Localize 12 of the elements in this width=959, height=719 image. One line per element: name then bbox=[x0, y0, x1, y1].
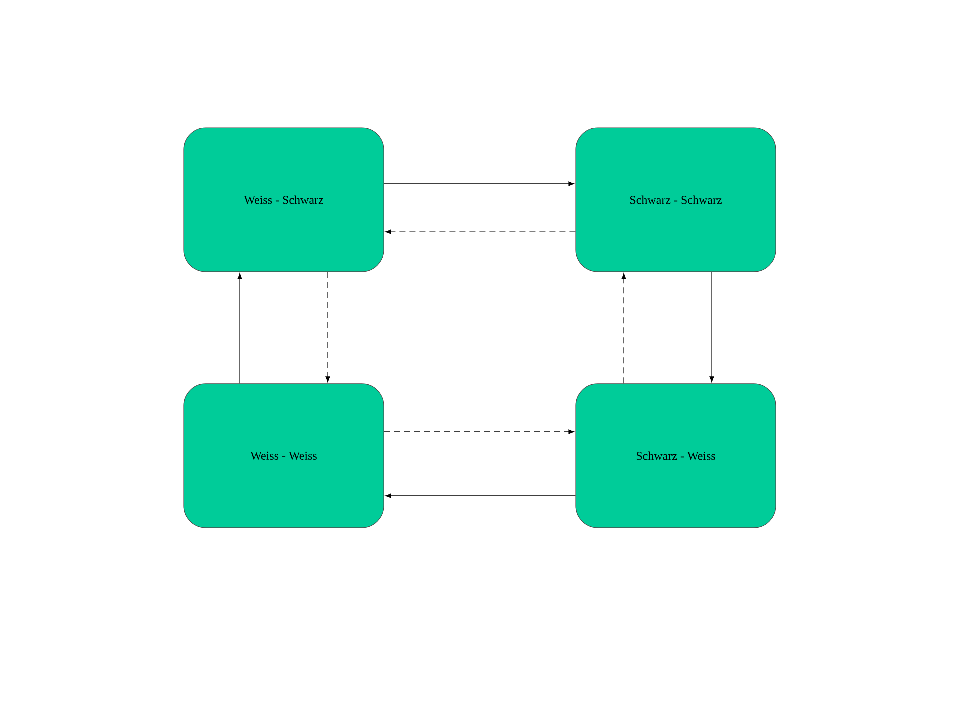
process-box: Schwarz - Schwarz bbox=[576, 128, 776, 272]
process-box: Weiss - Schwarz bbox=[184, 128, 384, 272]
arrow bbox=[385, 494, 576, 498]
arrow bbox=[710, 272, 714, 383]
arrow bbox=[238, 273, 242, 384]
arrow bbox=[622, 273, 626, 384]
arrow bbox=[385, 230, 576, 234]
process-box: Weiss - Weiss bbox=[184, 384, 384, 528]
arrow bbox=[384, 430, 575, 434]
arrow bbox=[326, 272, 330, 383]
arrow bbox=[384, 182, 575, 186]
process-box: Schwarz - Weiss bbox=[576, 384, 776, 528]
